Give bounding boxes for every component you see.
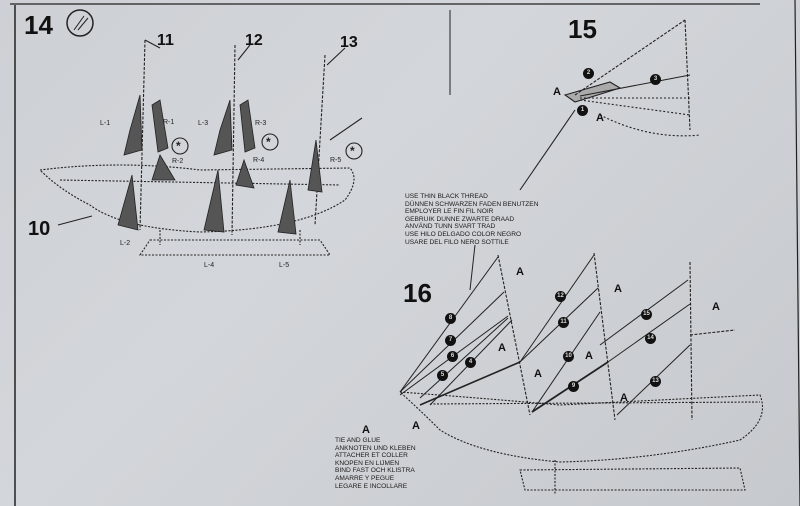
callout-10: 10 [28,218,51,240]
label-r1: R-1 [163,119,175,126]
thread-note: Use thin black thread Dünnen schwarzen F… [405,193,538,246]
step16-hull [398,391,764,495]
mark-a: A [620,392,628,404]
note-line: Usare del filo nero sottile [405,238,509,246]
asterisk-marker-1 [171,137,189,155]
line-number: 13 [650,376,661,387]
asterisk-2: * [266,135,271,149]
note-line: Attacher et coller [335,452,408,460]
line-number: 1 [577,105,588,116]
line-number: 7 [445,335,456,346]
line-number: 12 [555,291,566,302]
tie-mark-a: A [362,424,370,436]
step14-shrouds [117,94,323,235]
mark-a: A [498,342,506,354]
note-line: Anknoten und kleben [335,444,416,452]
note-line: Knopen en lijmen [335,459,400,467]
note-line: Gebruik dunne zwarte draad [405,215,515,223]
step14-hull [38,164,355,256]
glue-tube-icon [66,9,94,37]
note-line: Use hilo delgado color negro [405,230,522,238]
line-number: 10 [563,351,574,362]
note-line: Legare e incollare [335,482,408,490]
step16-rigging [399,244,691,416]
callout-13: 13 [340,34,358,51]
mark-a: A [585,350,593,362]
label-r3: R-3 [255,120,267,127]
line-number: 6 [447,351,458,362]
leader-11 [144,39,161,49]
note-line: Employer le fin fil noir [405,208,494,216]
line-number: 15 [641,309,652,320]
note-line: Använd tunn svart trad [405,223,496,231]
step15-bowsprit [519,19,701,191]
line-number: 14 [645,333,656,344]
mark-a: A [412,420,420,432]
line-number: 11 [558,317,569,328]
tie-note: Tie and glue Anknoten und kleben Attache… [335,437,416,490]
note-line: Tie and glue [335,437,381,444]
note-line: Dünnen schwarzen Faden benutzen [405,200,539,208]
note-line: Amarre y pegue [335,474,395,482]
label-r5: R-5 [330,157,342,164]
line-number: 8 [445,313,456,324]
line-number: 5 [437,370,448,381]
thread-pointer-2 [469,244,476,291]
asterisk-3: * [350,144,355,158]
mark-a: A [596,112,604,124]
label-l4: L-4 [204,262,215,269]
label-l1: L-1 [100,120,111,127]
step14-masts [139,39,326,236]
asterisk-1: * [176,139,181,153]
step-15-number: 15 [568,14,597,44]
mark-a: A [712,301,720,313]
asterisk-marker-2 [261,133,279,151]
asterisk-marker-3 [345,142,363,160]
leader-10 [57,215,93,226]
label-l3: L-3 [198,120,209,127]
callout-12: 12 [245,32,263,49]
thread-pointer [519,109,576,191]
line-number: 2 [583,68,594,79]
mark-a: A [553,86,561,98]
mark-a: A [534,368,542,380]
page-border-right [794,0,800,506]
step-16-number: 16 [403,278,432,308]
mark-a: A [614,283,622,295]
label-r4: R-4 [253,157,265,164]
line-number: 4 [465,357,476,368]
step16-masts [497,252,693,421]
leader-13 [326,47,346,66]
label-l5: L-5 [279,262,290,269]
callout-11: 11 [157,32,174,49]
mark-a: A [516,266,524,278]
line-number: 3 [650,74,661,85]
note-line: Use thin black thread [405,193,488,200]
step-14-number: 14 [24,10,53,40]
label-l2: L-2 [120,240,131,247]
line-number: 9 [568,381,579,392]
note-line: Bind fast och klistra [335,467,415,475]
leader-12 [237,44,251,61]
label-r2: R-2 [172,158,184,165]
